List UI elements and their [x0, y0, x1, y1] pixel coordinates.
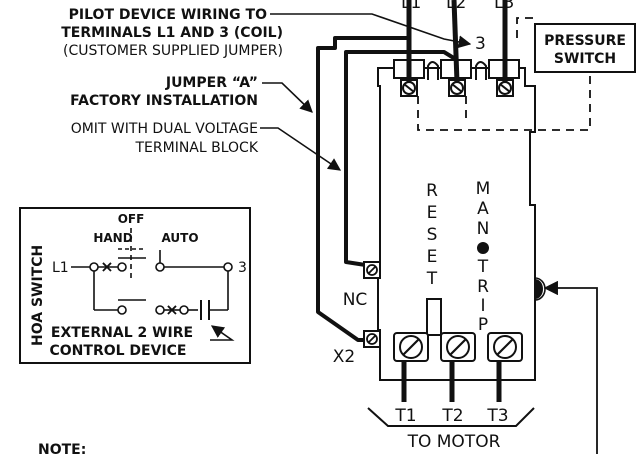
terminal-screw-l1	[400, 79, 418, 97]
terminal-label-l3: L3	[494, 0, 514, 13]
pressure-switch-label-2: SWITCH	[554, 51, 616, 67]
man-trip-letter: M	[476, 179, 491, 199]
jumper-callout-leader	[262, 82, 313, 113]
hoa-l1-label: L1	[52, 260, 69, 276]
jumper-callout-line-1: JUMPER “A”	[165, 75, 258, 91]
reset-letter: T	[426, 269, 438, 289]
pilot-callout: PILOT DEVICE WIRING TO TERMINALS L1 AND …	[61, 7, 472, 59]
man-trip-letter: N	[477, 219, 490, 239]
nc-label: NC	[343, 290, 368, 310]
to-motor-label: TO MOTOR	[407, 432, 501, 452]
load-wires	[401, 361, 502, 402]
hoa-switch-inset: HOA SWITCH OFF HAND AUTO L1 3	[19, 207, 251, 364]
terminal-screw-l2	[448, 79, 466, 97]
terminal-label-t2: T2	[441, 406, 463, 426]
pressure-switch-label-1: PRESSURE	[544, 33, 626, 49]
terminal-screw-t2	[440, 332, 476, 362]
top-terminals	[400, 79, 514, 97]
side-indicator-icon	[534, 278, 543, 300]
omit-callout-leader	[260, 127, 342, 171]
hoa-switch-title: HOA SWITCH	[30, 245, 46, 346]
hoa-circuit	[71, 228, 233, 320]
terminal-screw-t3	[487, 332, 523, 362]
man-trip-letter: T	[477, 257, 489, 277]
jumper-callout-line-2: FACTORY INSTALLATION	[70, 93, 258, 109]
coil-terminal-label: 3	[475, 34, 486, 54]
omit-callout-line-2: TERMINAL BLOCK	[134, 140, 258, 156]
x2-label: X2	[333, 347, 355, 367]
hoa-auto-label: AUTO	[161, 231, 198, 245]
pilot-callout-line-1: PILOT DEVICE WIRING TO	[69, 7, 267, 23]
hoa-off-label: OFF	[118, 212, 145, 226]
hoa-hand-label: HAND	[93, 231, 132, 245]
terminal-label-l2: L2	[446, 0, 466, 13]
motor-bracket	[367, 407, 535, 427]
reset-letter: E	[427, 203, 438, 223]
note-heading: NOTE:	[38, 442, 86, 454]
hoa-device-label-2: CONTROL DEVICE	[50, 343, 187, 359]
nc-terminal	[363, 261, 381, 279]
terminal-screw-l3	[496, 79, 514, 97]
man-trip-button[interactable]	[477, 242, 489, 254]
bottom-terminals	[393, 332, 523, 362]
man-trip-letter: P	[478, 315, 488, 335]
reset-button-label: R E S E T	[426, 181, 438, 289]
pressure-switch-box: PRESSURE SWITCH	[534, 23, 636, 73]
terminal-screw-t1	[393, 332, 429, 362]
x2-terminal	[363, 330, 381, 348]
man-trip-letter: R	[477, 277, 489, 297]
pilot-callout-leader	[270, 13, 472, 49]
omit-callout: OMIT WITH DUAL VOLTAGE TERMINAL BLOCK	[71, 121, 342, 171]
hoa-hand-contact-mark: ×	[100, 257, 113, 276]
omit-callout-line-1: OMIT WITH DUAL VOLTAGE	[71, 121, 258, 137]
hoa-device-leader	[210, 325, 235, 341]
pressure-switch-wiring	[417, 17, 591, 131]
jumper-a-callout: JUMPER “A” FACTORY INSTALLATION	[70, 75, 313, 113]
reset-button[interactable]	[426, 298, 442, 336]
hoa-auto-contact-mark: ×	[165, 300, 178, 319]
hoa-coil-label: 3	[238, 260, 247, 276]
hoa-device-label-1: EXTERNAL 2 WIRE	[51, 325, 193, 341]
reset-letter: R	[426, 181, 438, 201]
terminal-label-t1: T1	[394, 406, 416, 426]
man-trip-letter: A	[477, 199, 489, 219]
man-trip-button-label: M A N T R I P	[476, 179, 491, 335]
terminal-label-t3: T3	[486, 406, 508, 426]
pilot-callout-line-3: (CUSTOMER SUPPLIED JUMPER)	[63, 43, 283, 59]
terminal-label-l1: L1	[401, 0, 421, 13]
reset-letter: E	[427, 247, 438, 267]
pilot-callout-line-2: TERMINALS L1 AND 3 (COIL)	[61, 25, 283, 41]
indicator-callout-arrow	[543, 280, 598, 454]
man-trip-letter: I	[480, 296, 485, 316]
jumper-wires	[316, 36, 459, 342]
reset-letter: S	[427, 225, 438, 245]
